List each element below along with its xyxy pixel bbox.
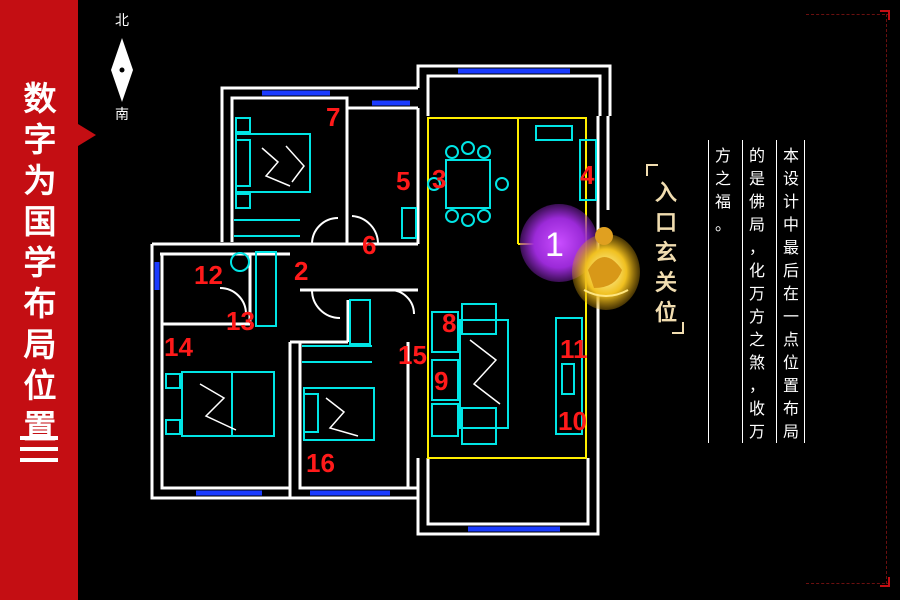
- room-number-5: 5: [396, 166, 410, 196]
- room-number-7: 7: [326, 102, 340, 132]
- frame-line: [886, 14, 888, 584]
- title-char: 国: [23, 202, 57, 241]
- room-number-10: 10: [558, 406, 587, 436]
- compass-needle-icon: [111, 38, 133, 102]
- entrance-char: 入: [654, 180, 677, 206]
- title-char: 为: [23, 161, 57, 200]
- entrance-label: 入 口 玄 关 位: [646, 164, 684, 334]
- text-column: 的是 佛局 ，化 万方 之煞 ，收 万: [740, 140, 770, 443]
- title-char: 数: [23, 79, 57, 118]
- compass-south-label: 南: [115, 107, 129, 123]
- frame-corner-icon: [880, 10, 890, 20]
- description-text: 本设 计中 最后 在一 点位 置布 局 的是 佛局 ，化 万方 之煞 ，收 万 …: [706, 140, 806, 443]
- entrance-char: 玄: [654, 240, 677, 266]
- room-number-11: 11: [560, 334, 588, 364]
- menu-lines-icon: [20, 436, 58, 466]
- room-number-6: 6: [362, 230, 376, 260]
- title-char: 位: [23, 366, 57, 405]
- sidebar: 数 字 为 国 学 布 局 位 置: [0, 0, 78, 600]
- room-number-8: 8: [442, 308, 456, 338]
- frame-corner-icon: [880, 577, 890, 587]
- compass: 北 南: [104, 8, 140, 128]
- buddha-statue-icon: [572, 227, 640, 310]
- room-number-14: 14: [164, 332, 193, 362]
- compass-north-label: 北: [115, 13, 129, 29]
- title-char: 字: [23, 120, 57, 159]
- title-char: 局: [23, 325, 57, 364]
- entrance-char: 口: [654, 210, 677, 236]
- room-number-3: 3: [432, 164, 446, 194]
- highlight-number: 1: [545, 226, 564, 264]
- room-number-12: 12: [194, 260, 223, 290]
- text-column: 本设 计中 最后 在一 点位 置布 局: [774, 140, 805, 443]
- room-number-16: 16: [306, 448, 335, 478]
- entrance-char: 关: [654, 270, 677, 296]
- room-number-2: 2: [294, 256, 308, 286]
- text-column: 方之 福。: [706, 140, 736, 443]
- room-number-13: 13: [226, 306, 255, 336]
- title-char: 学: [23, 243, 57, 282]
- room-number-15: 15: [398, 340, 427, 370]
- title-char: 布: [23, 284, 57, 323]
- sidebar-pointer-icon: [78, 124, 96, 146]
- entrance-char: 位: [654, 300, 677, 326]
- frame-line: [806, 14, 890, 16]
- room-number-4: 4: [580, 160, 595, 190]
- room-number-9: 9: [434, 366, 448, 396]
- frame-line: [806, 583, 890, 585]
